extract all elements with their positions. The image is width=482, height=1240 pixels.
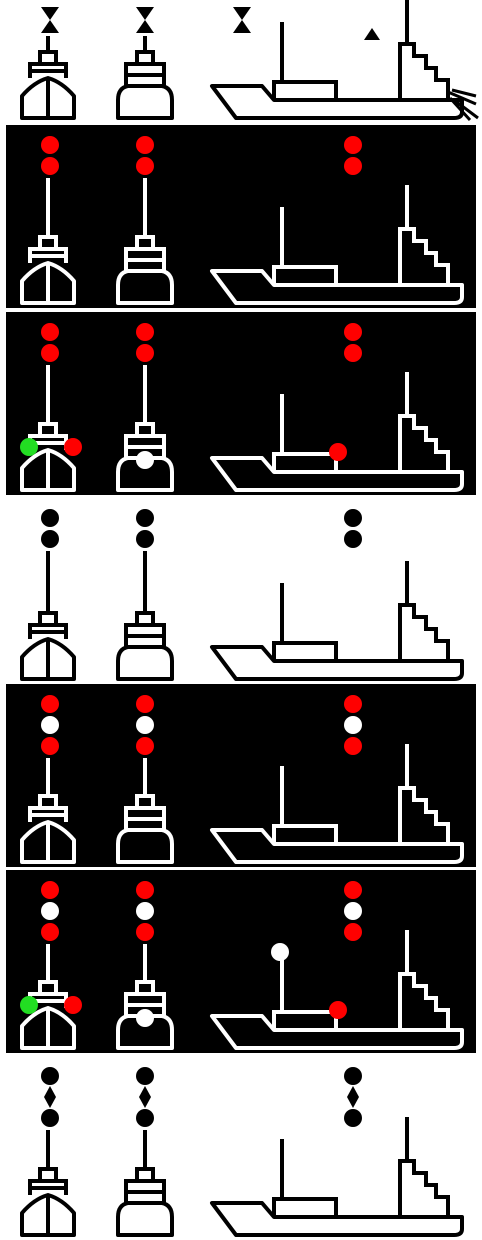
- bow-all-round-light-red: [41, 157, 59, 175]
- bow-day-shape-ball: [41, 530, 59, 548]
- stern-sternlight-white: [136, 1009, 154, 1027]
- panel-day-restricted-maneuverability: [6, 1056, 476, 1240]
- bow-day-shape-ball: [41, 1109, 59, 1127]
- stern-all-round-light-red: [136, 695, 154, 713]
- stern-sternlight-white: [136, 451, 154, 469]
- bow-all-round-light-white: [41, 716, 59, 734]
- side-port-sidelight-red: [329, 443, 347, 461]
- side-all-round-light-red: [344, 923, 362, 941]
- side-all-round-light-red: [344, 344, 362, 362]
- panel-night-not-under-command-making-way: [6, 312, 476, 495]
- side-day-shape-ball: [344, 530, 362, 548]
- stern-day-shape-ball: [136, 1109, 154, 1127]
- stern-all-round-light-red: [136, 157, 154, 175]
- stern-day-shape-ball: [136, 530, 154, 548]
- bow-all-round-light-red: [41, 136, 59, 154]
- stern-hull: [118, 830, 172, 862]
- stern-hull: [118, 271, 172, 303]
- bow-day-shape-ball: [41, 1067, 59, 1085]
- side-all-round-light-red: [344, 157, 362, 175]
- stern-day-shape-ball: [136, 509, 154, 527]
- stern-all-round-light-red: [136, 344, 154, 362]
- panel-night-restricted-maneuverability-making-way: [6, 870, 476, 1053]
- bow-all-round-light-red: [41, 323, 59, 341]
- side-masthead-light-white: [271, 943, 289, 961]
- bow-port-sidelight-red: [64, 996, 82, 1014]
- stern-all-round-light-red: [136, 136, 154, 154]
- side-all-round-light-red: [344, 323, 362, 341]
- stern-hull: [118, 647, 172, 679]
- bow-all-round-light-red: [41, 737, 59, 755]
- stern-all-round-light-red: [136, 737, 154, 755]
- panel-night-not-under-command: [6, 125, 476, 308]
- bow-day-shape-ball: [41, 509, 59, 527]
- side-day-shape-ball: [344, 1109, 362, 1127]
- stern-all-round-light-white: [136, 716, 154, 734]
- bow-starboard-sidelight-green: [20, 996, 38, 1014]
- bow-port-sidelight-red: [64, 438, 82, 456]
- bow-all-round-light-red: [41, 344, 59, 362]
- stern-all-round-light-red: [136, 881, 154, 899]
- stern-all-round-light-red: [136, 923, 154, 941]
- bow-all-round-light-red: [41, 881, 59, 899]
- bow-all-round-light-red: [41, 923, 59, 941]
- side-all-round-light-red: [344, 136, 362, 154]
- stern-all-round-light-white: [136, 902, 154, 920]
- panel-night-restricted-maneuverability: [6, 684, 476, 867]
- stern-hull: [118, 86, 172, 118]
- bow-all-round-light-red: [41, 695, 59, 713]
- panel-day-not-under-command: [6, 498, 476, 684]
- stern-all-round-light-red: [136, 323, 154, 341]
- side-all-round-light-red: [344, 737, 362, 755]
- side-all-round-light-red: [344, 881, 362, 899]
- side-all-round-light-red: [344, 695, 362, 713]
- side-all-round-light-white: [344, 902, 362, 920]
- side-port-sidelight-red: [329, 1001, 347, 1019]
- bow-starboard-sidelight-green: [20, 438, 38, 456]
- bow-all-round-light-white: [41, 902, 59, 920]
- side-day-shape-ball: [344, 1067, 362, 1085]
- side-all-round-light-white: [344, 716, 362, 734]
- side-day-shape-ball: [344, 509, 362, 527]
- stern-day-shape-ball: [136, 1067, 154, 1085]
- panel-day-anchored: [6, 0, 478, 125]
- stern-hull: [118, 1203, 172, 1235]
